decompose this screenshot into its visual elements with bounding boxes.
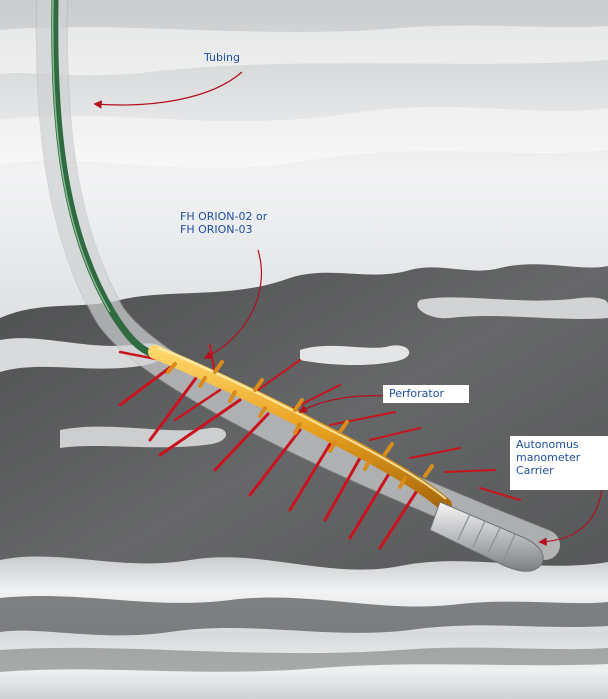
- manometer-carrier: [429, 501, 544, 572]
- carrier-ribs: [457, 513, 516, 560]
- tubing-callout-arrow: [93, 71, 243, 109]
- bottom-dark-band: [0, 596, 608, 636]
- rock-strata-mid: [0, 106, 608, 168]
- perforator-callout-arrow: [298, 395, 386, 413]
- light-lens-2: [300, 345, 410, 366]
- perforation-jets: [118, 344, 521, 550]
- perforator-gun: [148, 345, 452, 512]
- tubing-line: [51, 0, 157, 359]
- light-lens-3: [417, 297, 608, 319]
- tubing-highlight: [52, 0, 111, 313]
- tubing-label: Tubing: [204, 51, 241, 64]
- rock-strata-top: [0, 25, 608, 76]
- perforator-gun-highlight: [157, 347, 447, 500]
- charge-stubs: [166, 360, 434, 489]
- light-lens-4: [60, 426, 227, 448]
- orion-label: FH ORION-02 or FH ORION-03: [180, 210, 268, 236]
- orion-callout-arrow: [203, 249, 262, 359]
- carrier-label: Autonomus manometer Carrier: [510, 436, 608, 490]
- perforator-label: Perforator: [383, 385, 469, 403]
- carrier-callout-arrow: [538, 479, 604, 546]
- bottom-dark-streak: [0, 647, 608, 672]
